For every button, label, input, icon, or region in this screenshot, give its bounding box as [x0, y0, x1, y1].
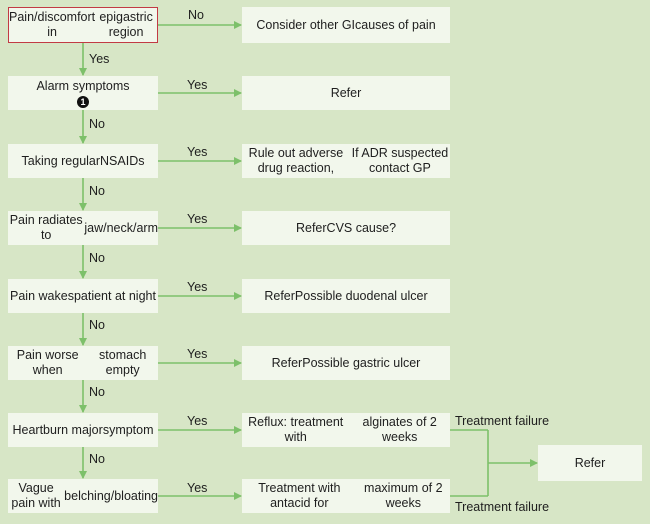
final-refer-box: Refer [538, 445, 642, 481]
treatment-failure-label: Treatment failure [455, 414, 550, 428]
branch-label-no-down: No [89, 385, 105, 399]
treatment-failure-label: Treatment failure [455, 500, 550, 514]
branch-label-yes-down: Yes [89, 52, 110, 66]
branch-label-yes-right: Yes [187, 481, 208, 495]
branch-label-no-down: No [89, 318, 105, 332]
branch-label-yes-right: Yes [187, 280, 208, 294]
branch-label-yes-right: Yes [187, 347, 208, 361]
outcome-refer-alarm: Refer [242, 76, 450, 110]
branch-label-no-down: No [89, 117, 105, 131]
branch-label-no-down: No [89, 452, 105, 466]
branch-label-no-down: No [89, 251, 105, 265]
branch-label-yes-right: Yes [187, 212, 208, 226]
alarm-note-badge: 1 [76, 95, 89, 108]
question-alarm-symptoms: Alarm symptoms 1 [8, 76, 158, 110]
branch-label-yes-right: Yes [187, 145, 208, 159]
branch-label-yes-right: Yes [187, 414, 208, 428]
branch-label-no-right: No [188, 8, 204, 22]
branch-label-yes-right: Yes [187, 78, 208, 92]
branch-label-no-down: No [89, 184, 105, 198]
outcome-adverse-drug-reaction: Rule out adverse drug reaction,If ADR su… [242, 144, 450, 178]
